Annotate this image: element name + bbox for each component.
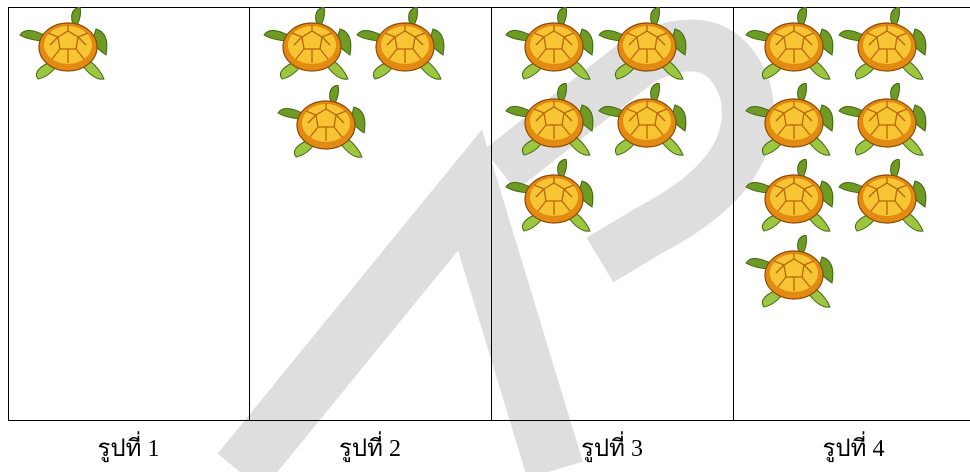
caption-row: รูปที่ 1 รูปที่ 2 รูปที่ 3 รูปที่ 4	[8, 432, 970, 472]
turtle-icon	[837, 159, 933, 235]
turtle-icon	[597, 7, 693, 83]
turtle-icon	[744, 7, 840, 83]
figure-caption-3: รูปที่ 3	[581, 436, 643, 462]
turtle-icon	[744, 235, 840, 311]
figure-cell-1	[8, 7, 249, 421]
figure-cell-3	[491, 7, 733, 421]
turtle-icon	[276, 85, 372, 161]
turtle-icon	[744, 159, 840, 235]
turtle-icon	[504, 83, 600, 159]
figure-caption-1: รูปที่ 1	[97, 436, 160, 462]
figure-cell-2	[249, 7, 491, 421]
turtle-icon	[837, 83, 933, 159]
figure-table	[8, 7, 970, 421]
turtle-icon	[504, 7, 600, 83]
figure-caption-2: รูปที่ 2	[339, 436, 401, 462]
turtle-icon	[18, 7, 114, 83]
figure-cell-4	[733, 7, 970, 421]
turtle-icon	[744, 83, 840, 159]
turtle-icon	[504, 159, 600, 235]
turtle-icon	[597, 83, 693, 159]
turtle-icon	[262, 7, 358, 83]
figure-caption-4: รูปที่ 4	[822, 436, 885, 462]
turtle-icon	[837, 7, 933, 83]
turtle-icon	[355, 7, 451, 83]
